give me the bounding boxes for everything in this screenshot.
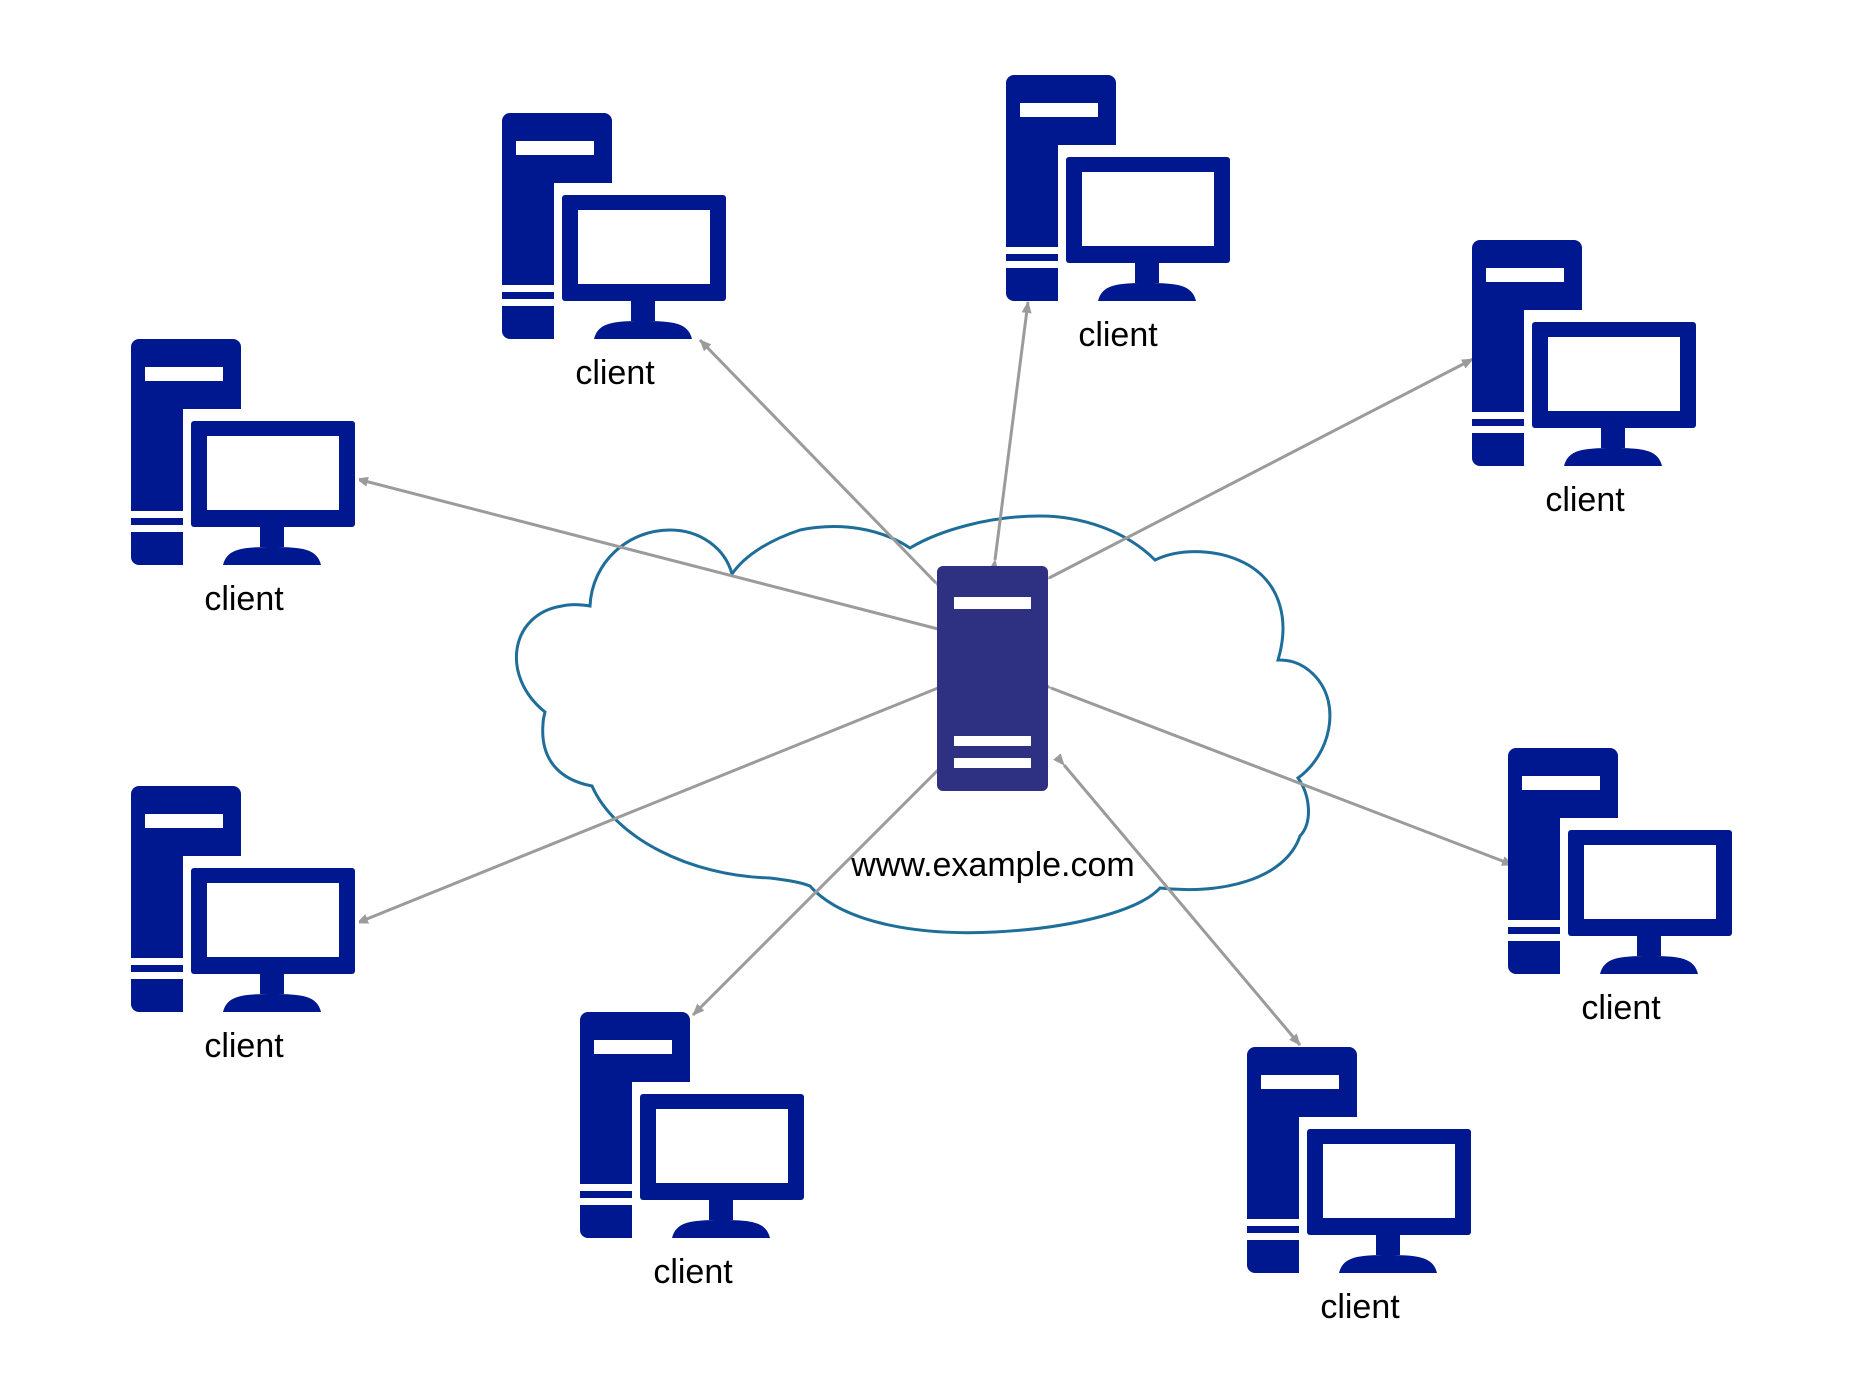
server-label: www.example.com [850,846,1134,884]
connector-client-4 [356,476,950,637]
client-label: client [204,580,284,618]
client-node[interactable]: client [580,1012,808,1291]
desktop-computer-icon [1508,748,1736,976]
client-label: client [1545,481,1625,519]
connector-client-6 [691,758,950,1017]
client-label: client [653,1253,733,1291]
desktop-computer-icon [1472,240,1700,468]
connector-client-2 [988,301,1032,572]
desktop-computer-icon [1006,75,1234,303]
client-node[interactable]: client [1508,748,1736,1027]
client-label: client [204,1027,284,1065]
desktop-computer-icon [580,1012,808,1240]
client-node[interactable]: client [1006,75,1234,354]
client-label: client [1320,1288,1400,1326]
connector-client-8 [1053,753,1302,1046]
client-label: client [1078,316,1158,354]
client-label: client [1581,989,1661,1027]
connector-client-3 [1036,357,1474,588]
client-node[interactable]: client [502,113,730,392]
desktop-computer-icon [1247,1047,1475,1275]
client-node[interactable]: client [1247,1047,1475,1326]
connectors [356,301,1514,1046]
client-node[interactable]: client [131,786,359,1065]
connector-client-5 [356,679,951,925]
server-tower-icon [937,566,1048,791]
client-node[interactable]: client [131,339,359,618]
desktop-computer-icon [502,113,730,341]
client-node[interactable]: client [1472,240,1700,519]
server[interactable]: www.example.com [850,566,1135,884]
client-label: client [575,354,655,392]
desktop-computer-icon [131,339,359,567]
desktop-computer-icon [131,786,359,1014]
